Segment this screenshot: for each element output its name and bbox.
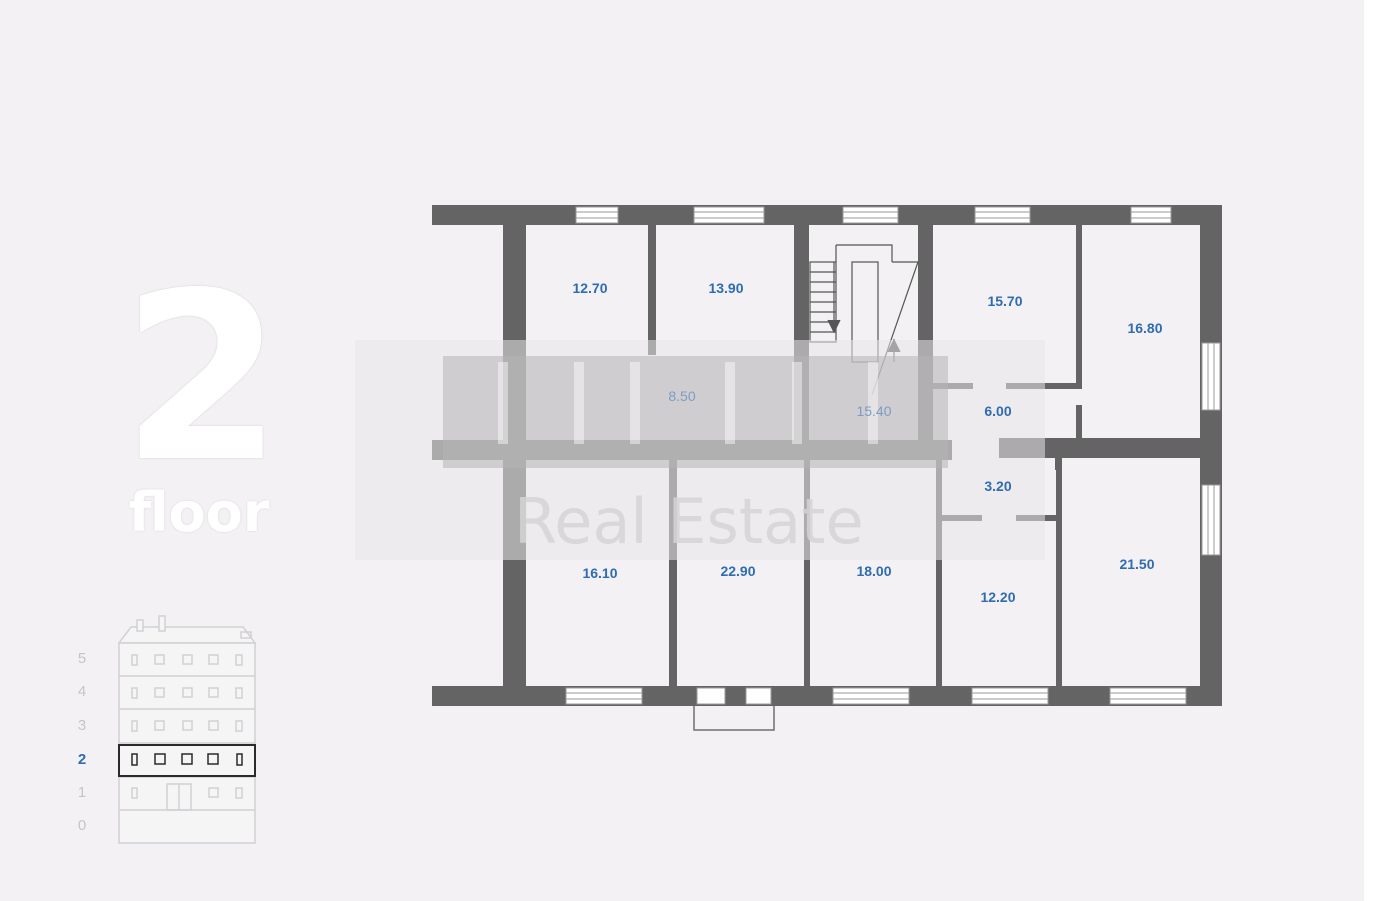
room-area-r13[interactable]: 21.50: [1119, 556, 1154, 572]
room-area-r5[interactable]: 15.70: [987, 293, 1022, 309]
room-area-r9[interactable]: 16.10: [582, 565, 617, 581]
room-area-r3[interactable]: 8.50: [668, 388, 695, 404]
floor-number: 2: [121, 243, 283, 513]
level-label-2[interactable]: 2: [77, 751, 87, 768]
room-area-r2[interactable]: 13.90: [708, 280, 743, 296]
floor-word: floor: [128, 481, 270, 544]
windows: [565, 206, 1221, 705]
room-area-r4[interactable]: 15.40: [856, 403, 891, 419]
watermark-logo-icon: [355, 340, 1045, 560]
level-label-1[interactable]: 1: [77, 784, 87, 801]
room-area-r10[interactable]: 22.90: [720, 563, 755, 579]
level-label-3[interactable]: 3: [77, 717, 87, 734]
level-label-5[interactable]: 5: [77, 650, 87, 667]
room-area-r8[interactable]: 3.20: [984, 478, 1011, 494]
level-label-0[interactable]: 0: [77, 817, 87, 834]
room-area-r6[interactable]: 16.80: [1127, 320, 1162, 336]
room-area-r1[interactable]: 12.70: [572, 280, 607, 296]
room-area-r11[interactable]: 18.00: [856, 563, 891, 579]
level-label-4[interactable]: 4: [77, 683, 87, 700]
room-area-r12[interactable]: 12.20: [980, 589, 1015, 605]
watermark-subtitle: Real Estate: [514, 485, 864, 558]
room-area-r7[interactable]: 6.00: [984, 403, 1011, 419]
